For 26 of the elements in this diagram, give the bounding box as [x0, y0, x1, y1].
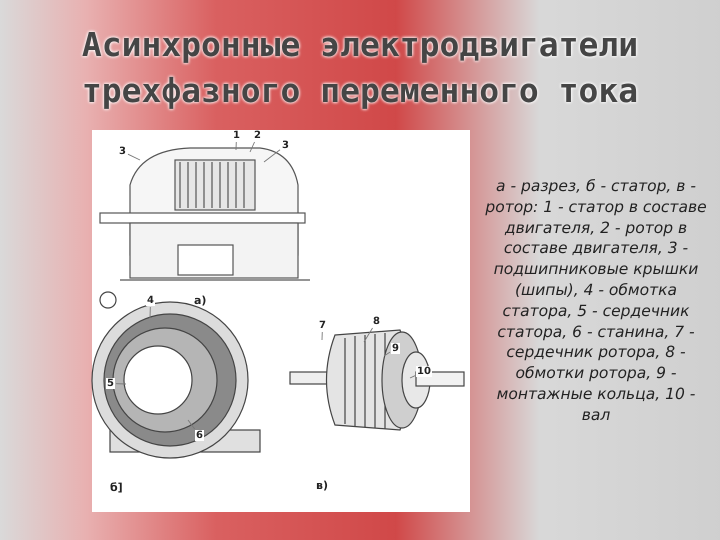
callout-number: 9 [391, 343, 400, 354]
leader-line [150, 306, 151, 318]
callout-number: 3 [118, 146, 127, 157]
callout-number: 4 [146, 295, 155, 306]
leader-line [250, 142, 255, 152]
panel-letter: б] [110, 482, 123, 494]
callout-number: 8 [372, 316, 381, 327]
caption: а - разрез, б - статор, в - ротор: 1 - статор в составе двигателя, 2 - ротор в составе двигателя, 3 - подшипниковые крышки (шипы), 4 - обмотка статора, 5 - сердечник статора, 6 - станина, 7 - сердечник ротора, 8 - обмотки ротора, 9 - монтажные кольца, 10 - вал [484, 176, 708, 426]
panel-letter: в) [316, 480, 328, 492]
callout-number: 1 [232, 130, 241, 141]
callout-number: 5 [106, 378, 115, 389]
leader-line [410, 375, 416, 378]
callout-number: 3 [281, 140, 290, 151]
panel-letter: а) [194, 295, 206, 307]
callout-number: 6 [195, 430, 204, 441]
callout-number: 2 [253, 130, 262, 141]
leader-line [188, 420, 196, 430]
callout-number: 10 [416, 366, 432, 377]
leader-line [384, 352, 390, 356]
leader-line [128, 154, 140, 160]
leader-line [322, 332, 323, 340]
leader-line [116, 383, 126, 384]
leader-line [236, 142, 237, 150]
callout-number: 7 [318, 320, 327, 331]
leader-line [364, 328, 373, 342]
leader-line [264, 149, 280, 162]
